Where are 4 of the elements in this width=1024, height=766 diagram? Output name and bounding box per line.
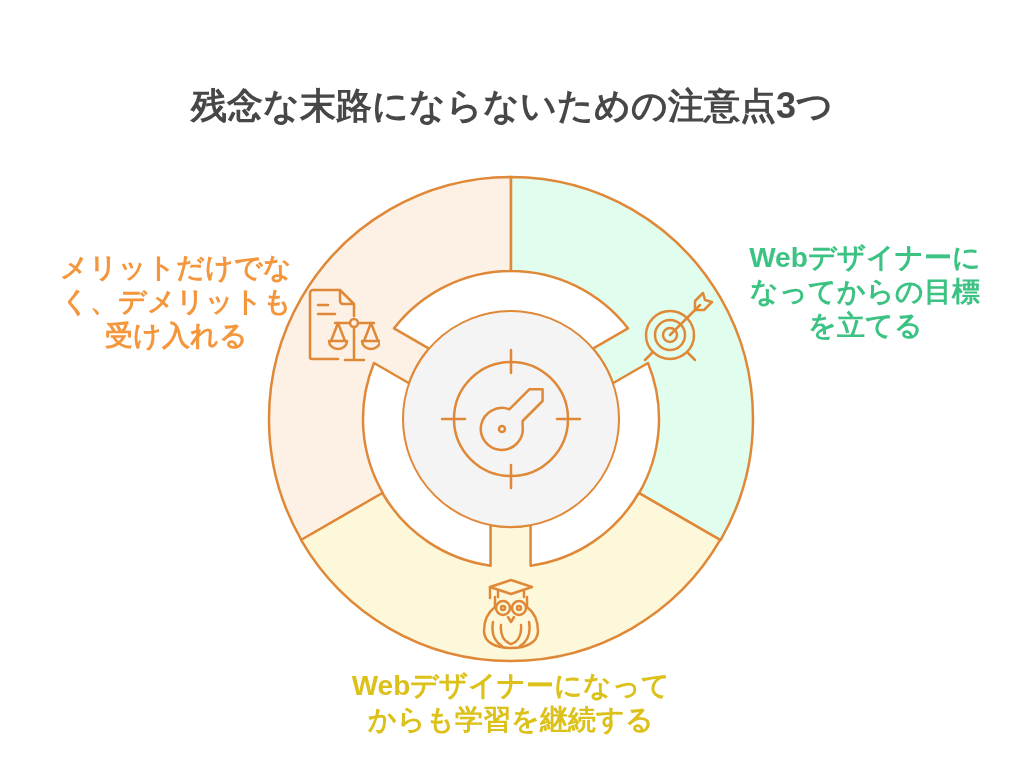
segment-label: Webデザイナーになってからの目標を立てる [748, 241, 982, 343]
segment-label: Webデザイナーになってからも学習を継続する [350, 669, 672, 737]
segment-label: メリットだけでなく、デメリットも受け入れる [59, 251, 293, 353]
title: 残念な末路にならないための注意点3つ [191, 84, 833, 128]
